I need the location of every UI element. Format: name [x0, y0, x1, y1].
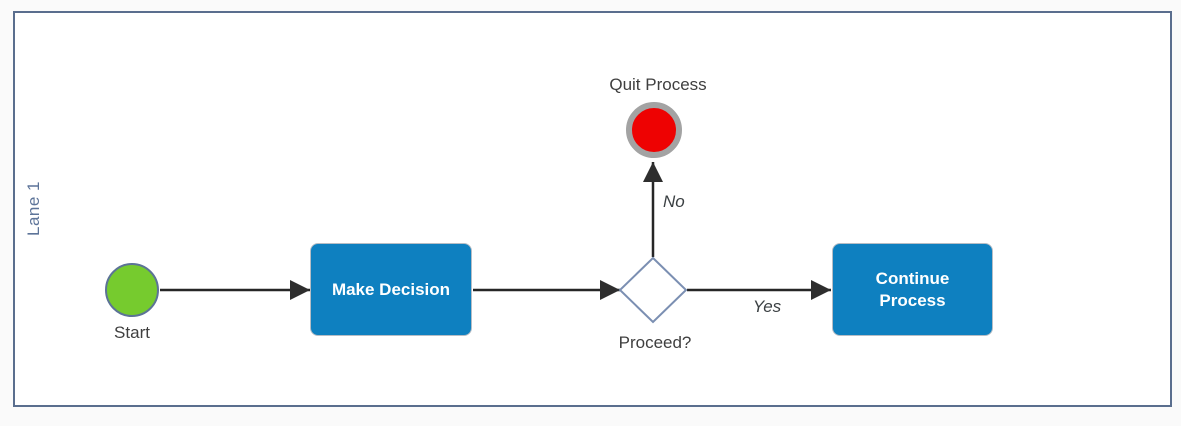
- end-event-label: Quit Process: [609, 75, 707, 94]
- make-decision-task[interactable]: Make Decision: [310, 243, 472, 336]
- end-event-circle[interactable]: [626, 102, 682, 158]
- start-event-label: Start: [114, 323, 150, 342]
- continue-process-task-label: Continue Process: [875, 269, 950, 310]
- gateway-label: Proceed?: [618, 333, 692, 352]
- lane-container[interactable]: [13, 11, 1172, 407]
- edge-label-yes: Yes: [752, 297, 782, 316]
- gateway-diamond[interactable]: [618, 256, 688, 324]
- make-decision-task-label: Make Decision: [331, 279, 451, 299]
- start-event-circle[interactable]: [105, 263, 159, 317]
- edge-label-no: No: [663, 192, 685, 211]
- continue-process-task[interactable]: Continue Process: [832, 243, 993, 336]
